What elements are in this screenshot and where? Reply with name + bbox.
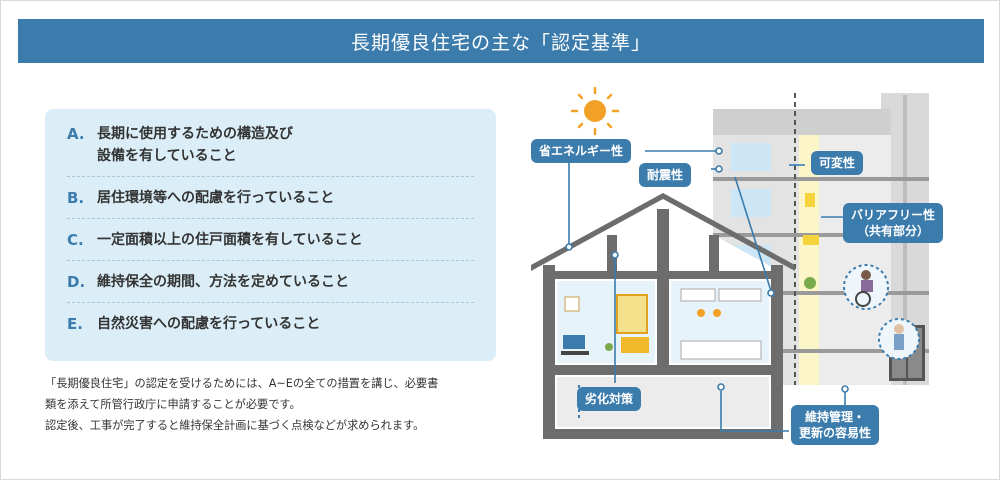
criteria-item-d: D. 維持保全の期間、方法を定めていること [67,261,474,303]
note-line: 認定後、工事が完了すると維持保全計画に基づく点検などが求められます。 [45,419,425,432]
criteria-item-b: B. 居住環境等への配慮を行っていること [67,177,474,219]
criteria-panel: A. 長期に使用するための構造及び 設備を有していること B. 居住環境等への配… [45,109,496,361]
note-line: 類を添えて所管行政庁に申請することが必要です。 [45,398,301,411]
criteria-text-line2: 設備を有していること [97,148,237,164]
note-line: 「長期優良住宅」の認定を受けるためには、A~Eの全ての措置を講じ、必要書 [45,377,439,390]
criteria-item-a: A. 長期に使用するための構造及び 設備を有していること [67,117,474,177]
wheelchair-user-icon [843,264,889,310]
criteria-letter: E. [67,315,83,333]
criteria-text: 一定面積以上の住戸面積を有していること [97,232,363,248]
criteria-text: 長期に使用するための構造及び 設備を有していること [97,123,293,167]
label-maintenance-renewal: 維持管理・ 更新の容易性 [791,405,880,445]
label-barrier-free-line2: （共有部分） [857,224,930,238]
criteria-letter: D. [67,273,86,291]
criteria-text: 自然災害への配慮を行っていること [97,316,321,332]
label-deterioration-countermeasures: 劣化対策 [577,387,642,411]
label-barrier-free: バリアフリー性 （共有部分） [843,203,944,243]
page-title: 長期優良住宅の主な「認定基準」 [18,19,984,63]
housing-illustration: 省エネルギー性 耐震性 可変性 バリアフリー性 （共有部分） 劣化対策 維持管理… [521,85,991,465]
label-barrier-free-line1: バリアフリー性 [851,208,936,222]
criteria-text: 居住環境等への配慮を行っていること [97,190,335,206]
criteria-letter: B. [67,189,85,207]
label-connectors [568,150,846,432]
criteria-letter: A. [67,125,85,143]
criteria-letter: C. [67,231,84,249]
criteria-item-e: E. 自然災害への配慮を行っていること [67,303,474,344]
label-seismic-resistance: 耐震性 [639,163,692,187]
label-maintenance-line2: 更新の容易性 [799,426,872,440]
criteria-text-line1: 長期に使用するための構造及び [97,126,293,142]
explanatory-note: 「長期優良住宅」の認定を受けるためには、A~Eの全ての措置を講じ、必要書 類を添… [45,373,505,436]
house [531,193,795,439]
label-maintenance-line1: 維持管理・ [805,410,866,424]
label-energy-efficiency: 省エネルギー性 [531,139,632,163]
elderly-person-icon [878,318,920,360]
criteria-text: 維持保全の期間、方法を定めていること [97,274,349,290]
connector-dots [565,147,849,393]
sun-icon [570,86,620,136]
criteria-item-c: C. 一定面積以上の住戸面積を有していること [67,219,474,261]
label-variability: 可変性 [811,151,864,175]
